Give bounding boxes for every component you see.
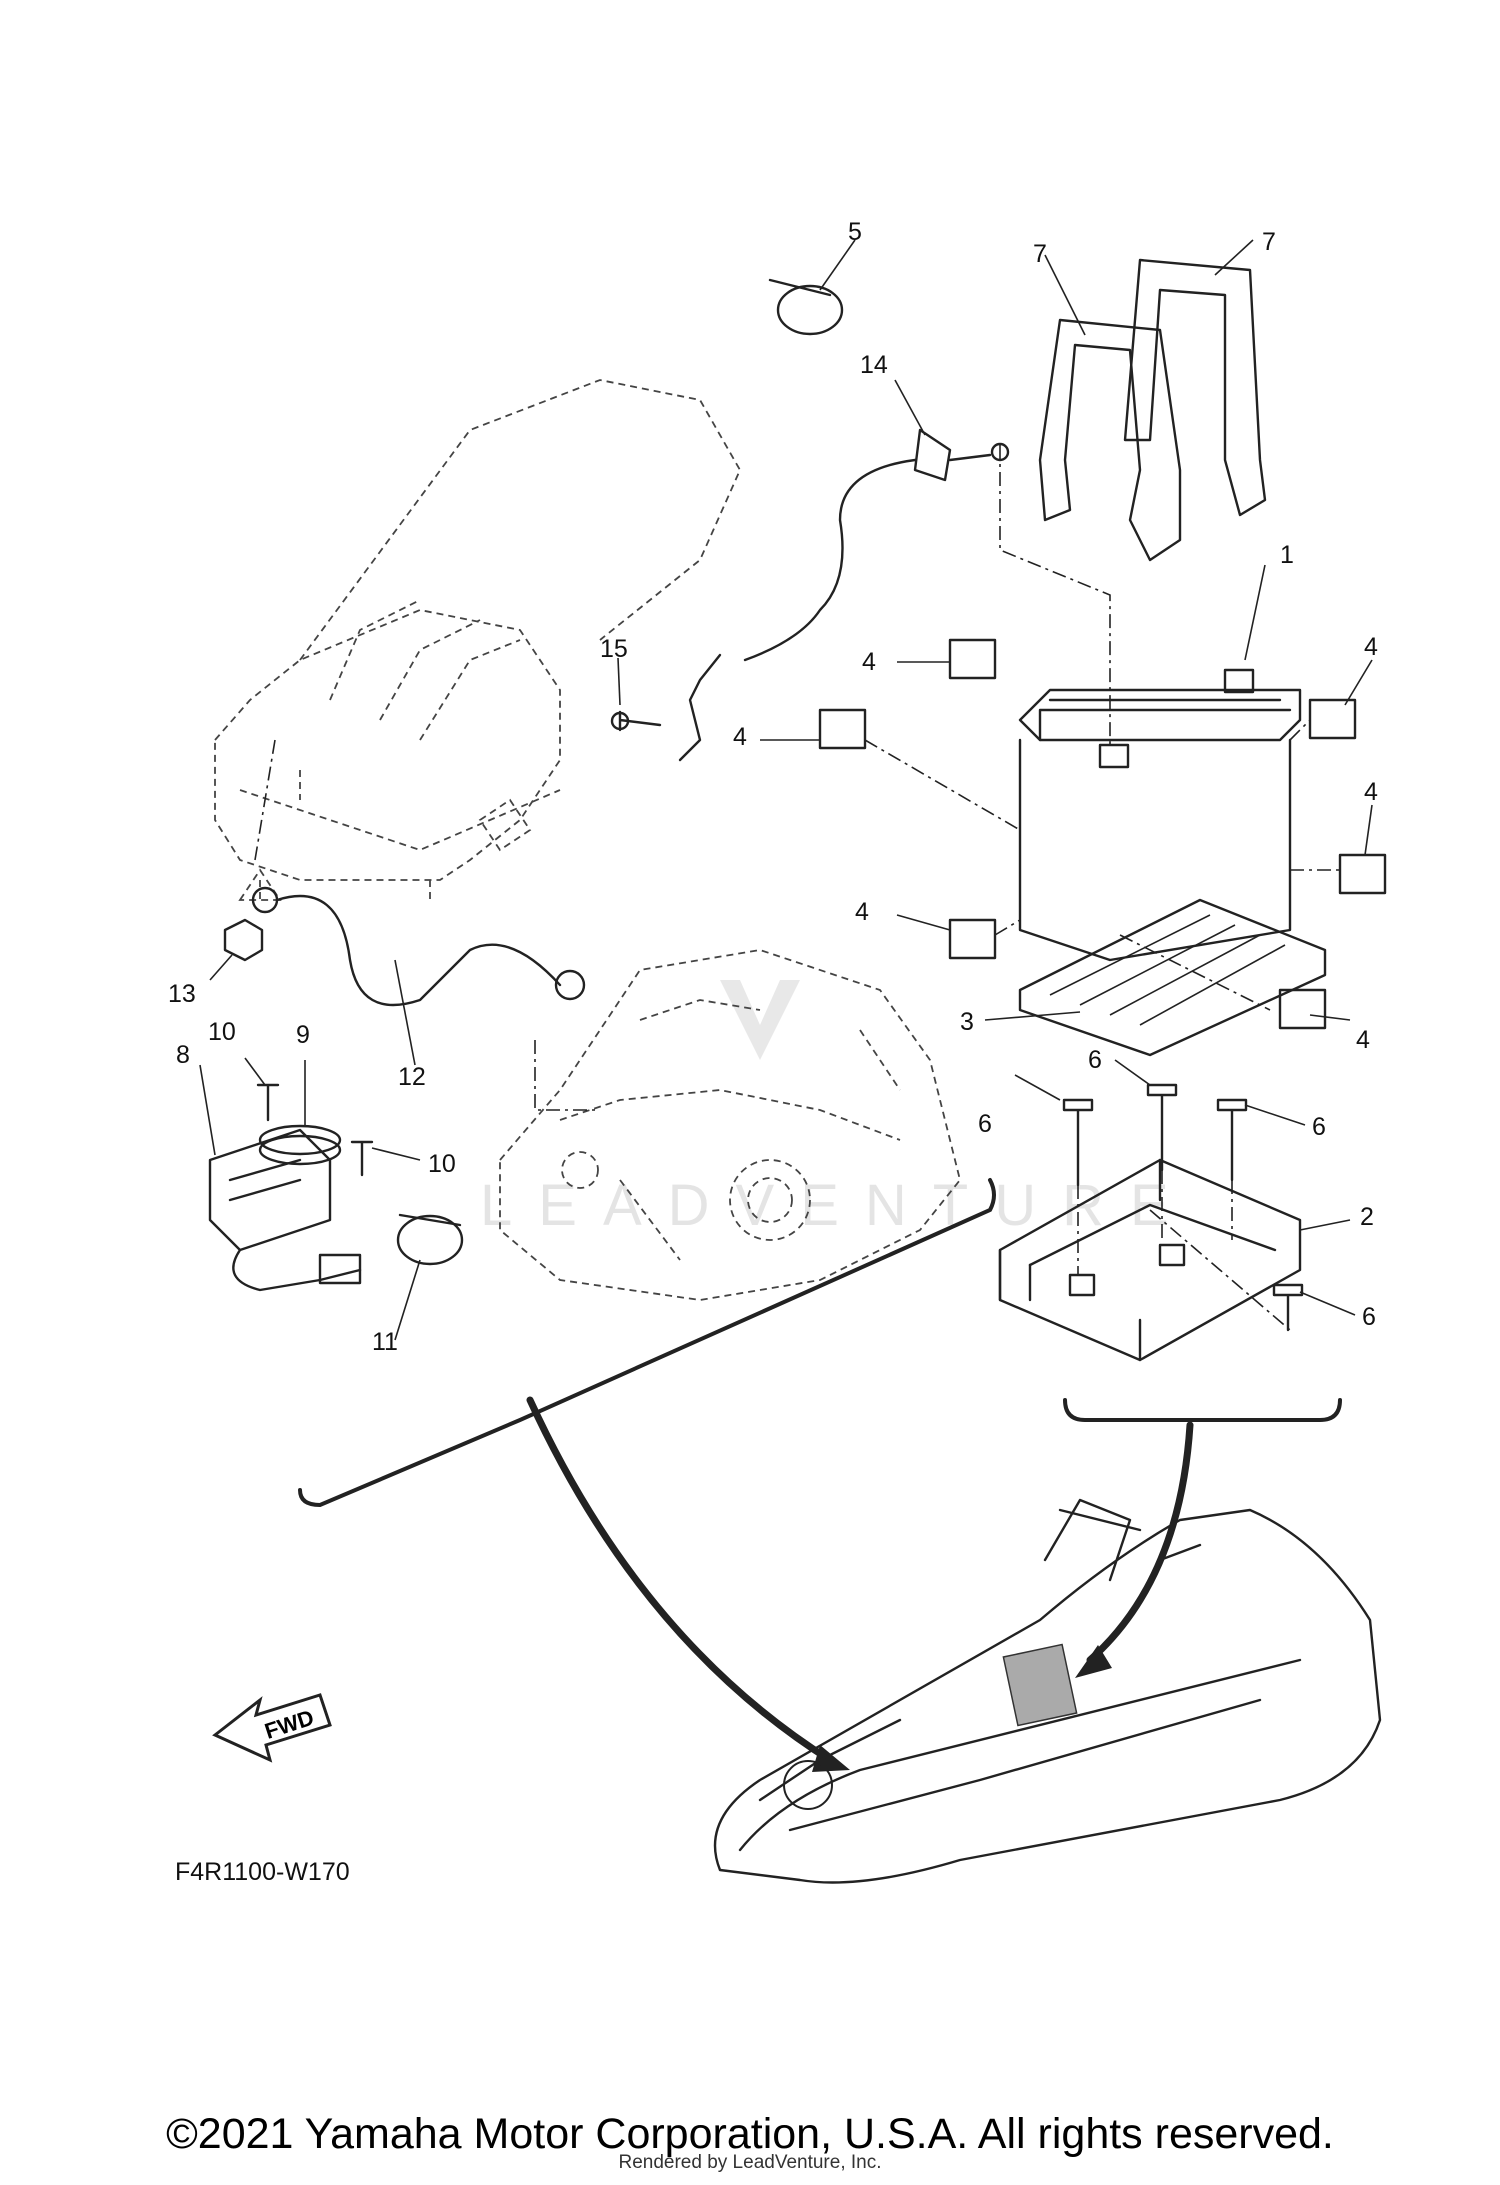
nut xyxy=(223,918,264,962)
rendered-by-credit: Rendered by LeadVenture, Inc. xyxy=(618,2152,882,2173)
callout-4f: 4 xyxy=(1356,1026,1370,1054)
bolt xyxy=(1216,1098,1248,1182)
bolt xyxy=(1146,1083,1178,1172)
callout-7a: 7 xyxy=(1033,240,1047,268)
brace-right xyxy=(1063,1398,1342,1422)
callout-4c: 4 xyxy=(1364,633,1378,661)
callout-7b: 7 xyxy=(1262,228,1276,256)
hull-context xyxy=(499,949,961,1301)
spacer-pad xyxy=(948,918,997,960)
callout-6d: 6 xyxy=(1362,1303,1376,1331)
bolts xyxy=(1062,1083,1304,1332)
callout-2: 2 xyxy=(1360,1203,1374,1231)
watermark-logo: LEADVENTURE xyxy=(480,980,1195,1238)
arrow-left xyxy=(526,1396,834,1764)
location-braces xyxy=(298,1178,1342,1508)
callout-6a: 6 xyxy=(1088,1046,1102,1074)
leader-lines xyxy=(199,239,1373,1341)
sensor-cable xyxy=(678,428,1010,762)
callouts: 1 2 3 4 4 4 4 4 4 5 6 6 6 6 7 7 8 9 10 1… xyxy=(168,218,1378,1356)
bolt xyxy=(1272,1283,1304,1332)
callout-11: 11 xyxy=(372,1328,398,1356)
battery xyxy=(1018,668,1302,962)
pointer-arrows xyxy=(526,1396,1194,1772)
screw xyxy=(350,1140,374,1177)
watermark-text: LEADVENTURE xyxy=(480,1173,1195,1238)
diagram-code: F4R1100-W170 xyxy=(175,1858,350,1886)
copyright-notice: ©2021 Yamaha Motor Corporation, U.S.A. A… xyxy=(166,2110,1334,2158)
lead-wire xyxy=(251,886,586,1007)
bolt xyxy=(1062,1098,1094,1187)
battery-straps xyxy=(1038,258,1267,562)
callout-10b: 10 xyxy=(428,1150,456,1178)
battery-box xyxy=(998,1158,1302,1362)
spacer-pad xyxy=(1278,988,1327,1030)
spacer-pad xyxy=(948,638,997,680)
screw xyxy=(256,1083,280,1122)
engine-context xyxy=(214,379,742,901)
cable-clamp-top xyxy=(768,278,844,336)
spacer-pad xyxy=(1308,698,1357,740)
callout-10a: 10 xyxy=(208,1018,236,1046)
callout-1: 1 xyxy=(1280,541,1294,569)
spacer-pads xyxy=(818,638,1387,1030)
callout-5: 5 xyxy=(848,218,862,246)
callout-3: 3 xyxy=(960,1008,974,1036)
callout-6c: 6 xyxy=(1312,1113,1326,1141)
callout-14: 14 xyxy=(860,351,888,379)
watercraft-overview xyxy=(713,1498,1382,1884)
callout-13: 13 xyxy=(168,980,196,1008)
callout-4b: 4 xyxy=(733,723,747,751)
screws xyxy=(256,1083,374,1177)
callout-4d: 4 xyxy=(1364,778,1378,806)
screw-15 xyxy=(610,710,662,732)
callout-4e: 4 xyxy=(855,898,869,926)
callout-8: 8 xyxy=(176,1041,190,1069)
spacer-pad xyxy=(818,708,867,750)
plate xyxy=(258,1124,342,1166)
callout-6b: 6 xyxy=(978,1110,992,1138)
arrow-right xyxy=(1086,1421,1194,1664)
cable-clamp-bottom xyxy=(396,1213,464,1266)
callout-15: 15 xyxy=(600,635,628,663)
spacer-pad xyxy=(1338,853,1387,895)
brace-left xyxy=(298,1178,996,1508)
arrowhead-right xyxy=(1075,1645,1112,1678)
callout-4a: 4 xyxy=(862,648,876,676)
callout-9: 9 xyxy=(296,1021,310,1049)
callout-12: 12 xyxy=(398,1063,426,1091)
battery-mat xyxy=(1018,898,1327,1057)
fwd-direction-arrow: FWD xyxy=(212,1693,332,1763)
assembly-lines xyxy=(254,445,1340,1331)
